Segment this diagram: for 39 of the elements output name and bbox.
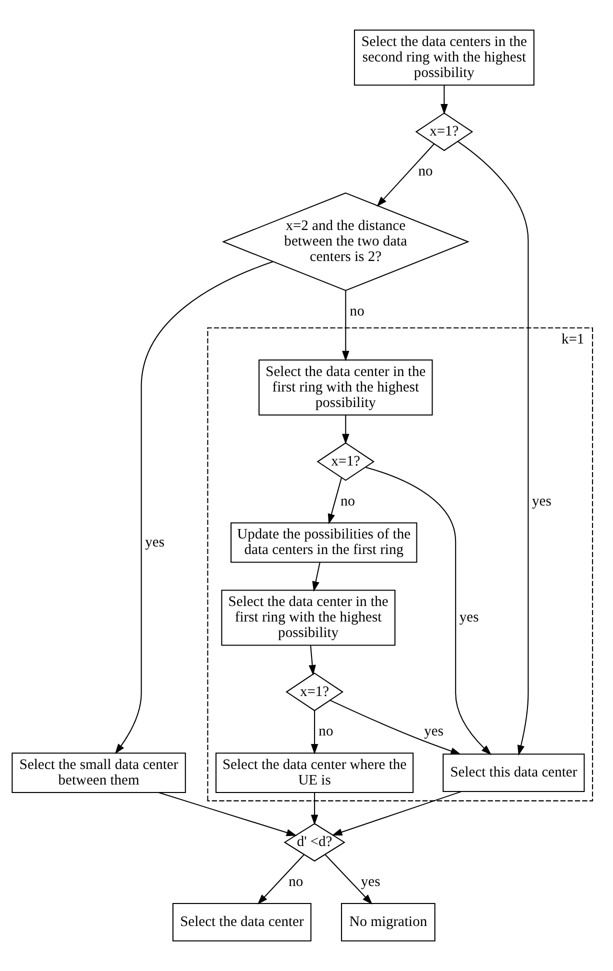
node-box: Select the data center in the first ring with the highest possibility <box>221 590 396 646</box>
edge-label: no <box>288 874 304 890</box>
arrow <box>458 141 529 756</box>
arrow <box>328 478 342 524</box>
edge-label: yes <box>532 493 552 510</box>
node-box: Update the possibilities of the data centers in the first ring <box>230 522 418 563</box>
node-diamond: x=1? <box>316 442 375 481</box>
edge-label: no <box>340 493 355 510</box>
node-diamond: x=1? <box>286 672 344 712</box>
node-box: Select the small data center between them <box>12 752 186 794</box>
arrow <box>376 144 434 207</box>
node-box: Select the data centers in the second ring with the highest possibility <box>354 30 534 86</box>
edge-label: no <box>418 164 433 180</box>
arrow <box>310 710 318 754</box>
node-diamond: x=1? <box>415 112 474 152</box>
arrow <box>324 854 372 905</box>
arrow <box>257 854 305 905</box>
arrow <box>158 792 297 836</box>
arrow <box>366 466 492 756</box>
node-diamond: x=2 and the distance between the two data centers is 2? <box>222 192 470 292</box>
arrow <box>342 290 350 362</box>
edge-label: yes <box>145 534 164 550</box>
node-box: Select the data center where the UE is <box>215 752 414 794</box>
arrow <box>310 792 318 826</box>
node-box: Select the data center in the first ring with the highest possibility <box>258 359 433 416</box>
arrow <box>342 415 350 444</box>
edge-label: yes <box>459 610 479 626</box>
edge-label: yes <box>424 724 444 740</box>
arrow <box>114 261 274 754</box>
arrow <box>308 646 316 676</box>
arrow <box>312 562 320 592</box>
edge-label: yes <box>360 874 380 890</box>
node-box: Select the data center <box>172 903 312 942</box>
node-box: Select this data center <box>442 754 585 792</box>
arrow <box>440 86 448 114</box>
node-box: No migration <box>340 903 436 942</box>
arrow <box>330 700 462 755</box>
edge-label: no <box>350 304 364 320</box>
edge-label: no <box>318 724 334 740</box>
